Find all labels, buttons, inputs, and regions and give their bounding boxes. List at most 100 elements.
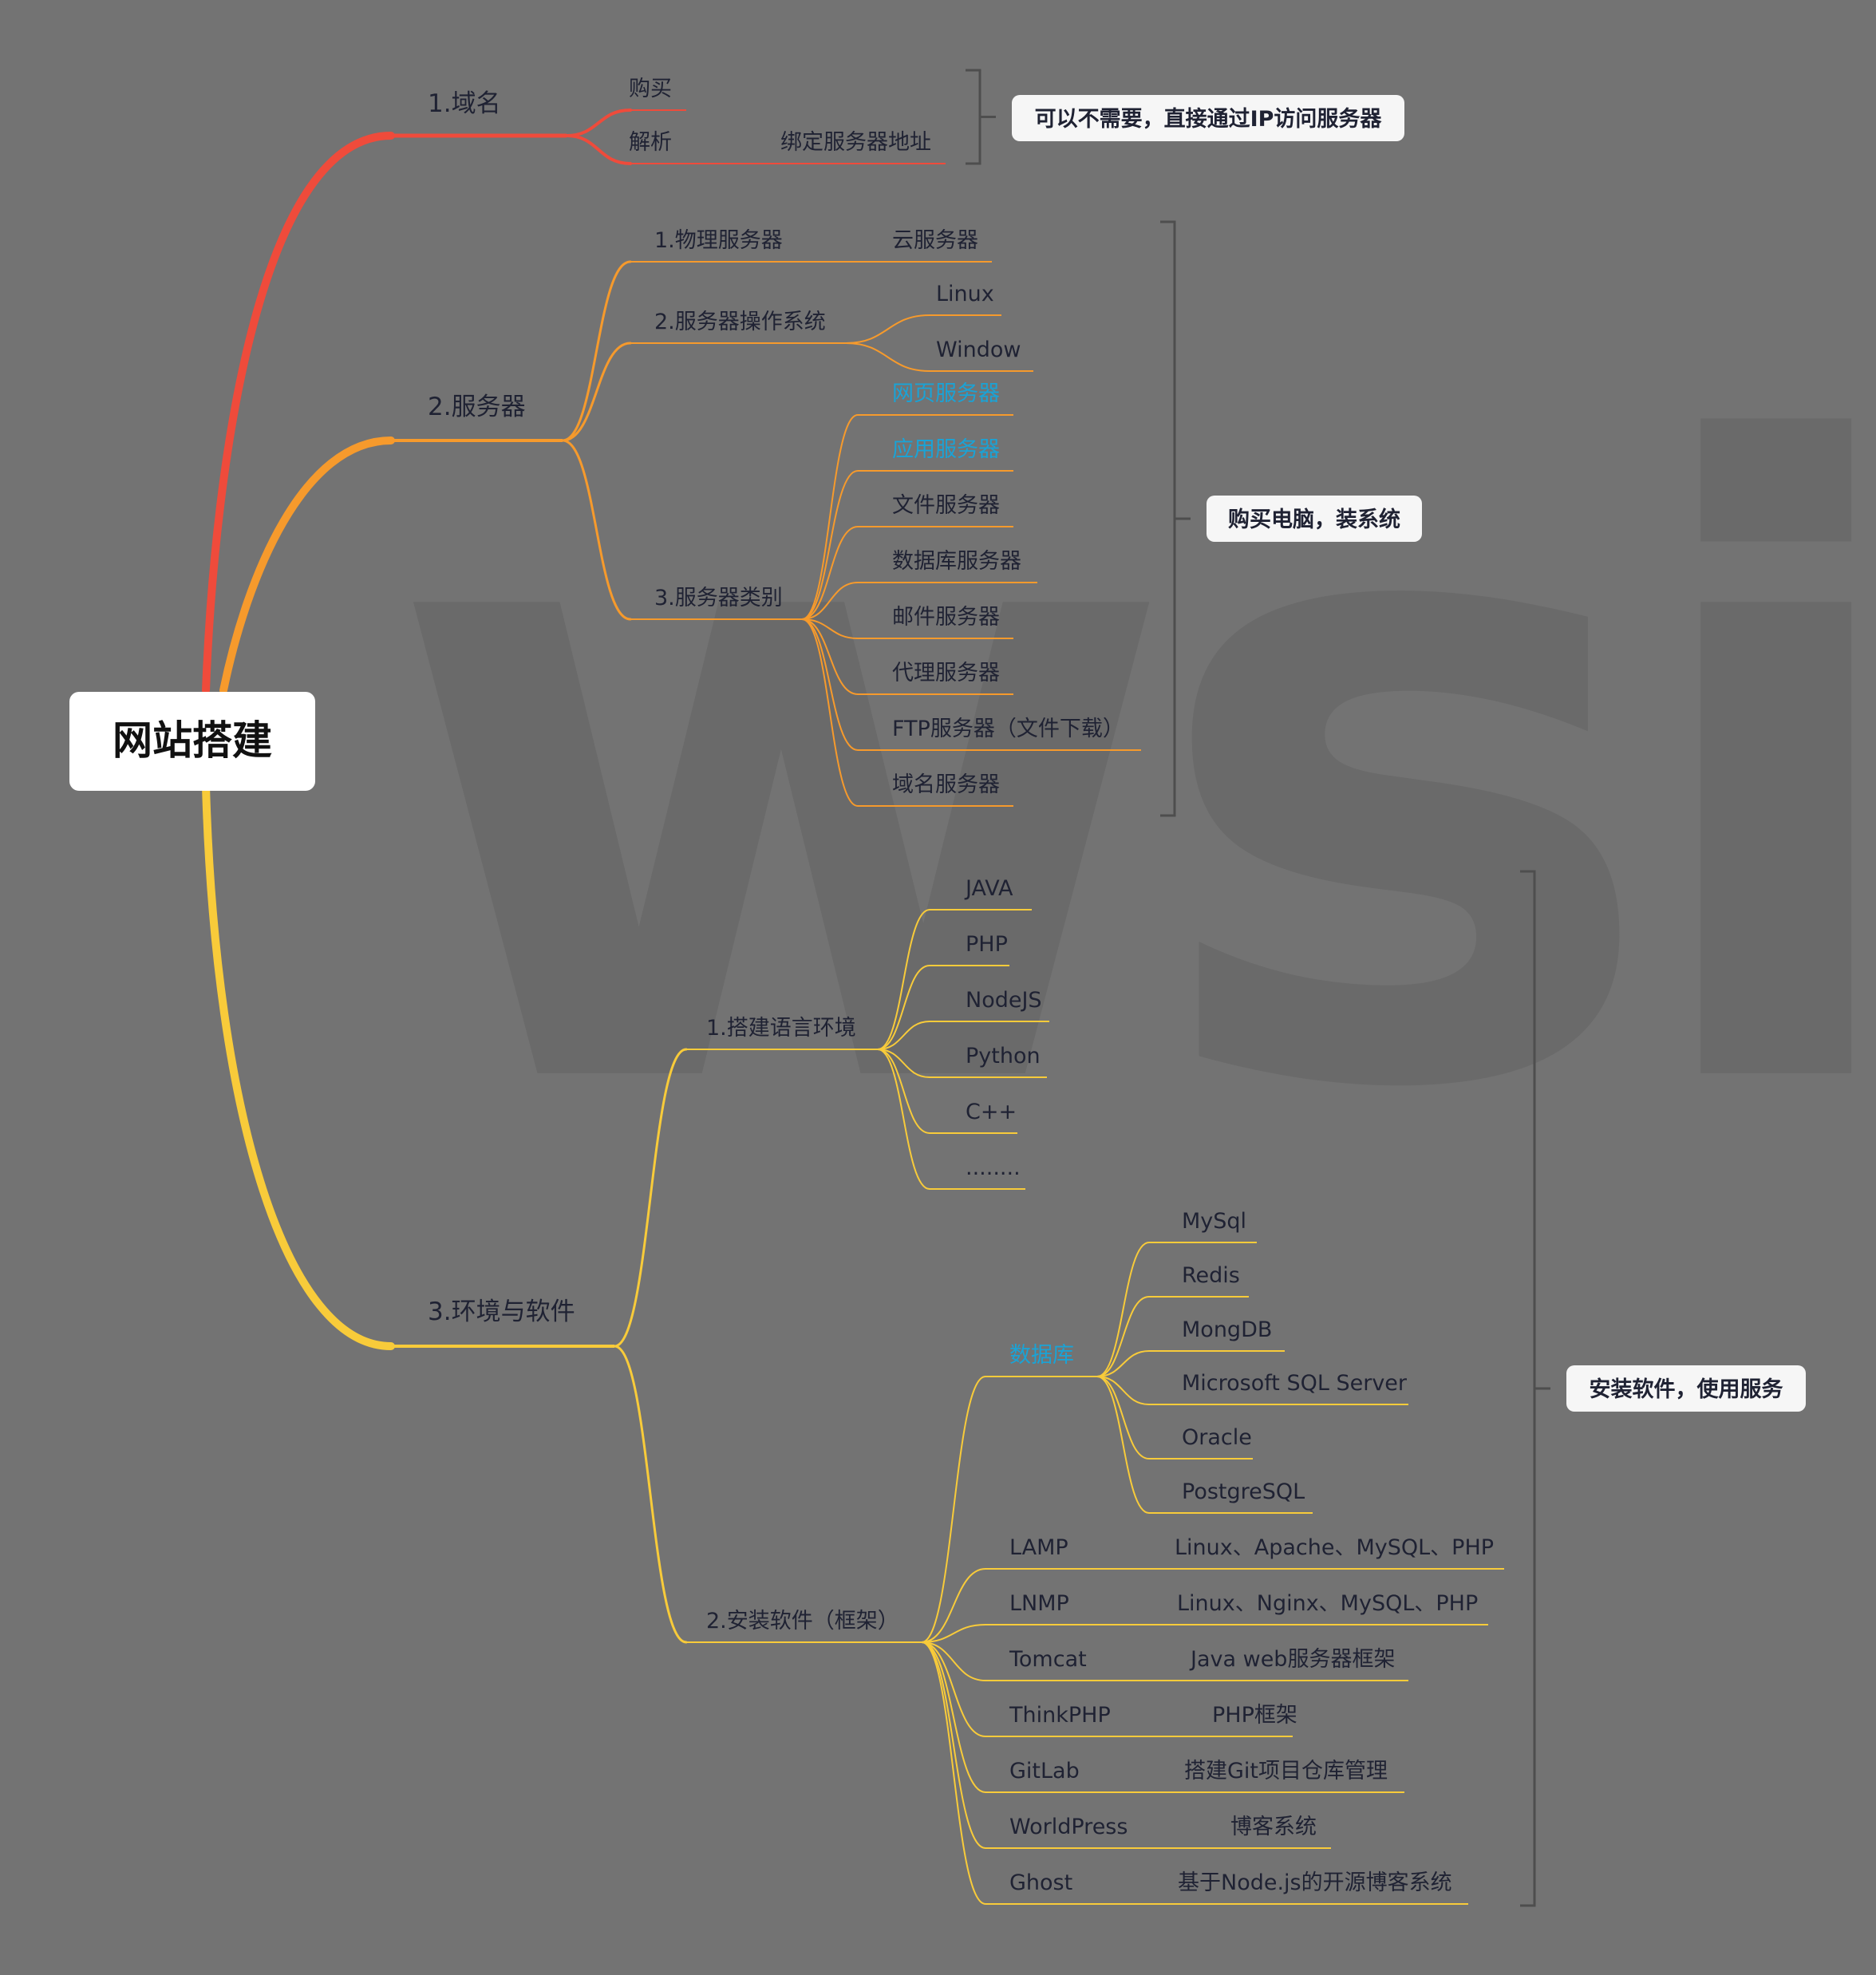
connector-curve bbox=[801, 618, 859, 639]
connector-curve bbox=[565, 134, 632, 165]
database-5: PostgreSQL bbox=[1182, 1479, 1305, 1504]
branch-2-curve bbox=[219, 436, 395, 694]
connector-curve bbox=[561, 439, 632, 621]
summary-software-box bbox=[1566, 1365, 1806, 1412]
connector-curve bbox=[801, 414, 859, 620]
framework-5: WorldPress bbox=[1009, 1815, 1128, 1839]
framework-0: LAMP bbox=[1009, 1535, 1068, 1560]
domain-bind-address: 绑定服务器地址 bbox=[780, 130, 931, 155]
language-4: C++ bbox=[966, 1100, 1017, 1124]
server-type-2: 文件服务器 bbox=[892, 493, 1000, 518]
connector-curve bbox=[801, 470, 859, 620]
summary-domain: 可以不需要，直接通过IP访问服务器 bbox=[1035, 107, 1383, 132]
database-4: Oracle bbox=[1182, 1425, 1252, 1450]
branch-3-curve bbox=[202, 782, 395, 1350]
server-type-4: 邮件服务器 bbox=[892, 605, 1000, 630]
connector-curve bbox=[565, 109, 632, 137]
connector-curve bbox=[845, 342, 930, 372]
connector-curve bbox=[801, 618, 859, 807]
connector-curve bbox=[877, 1049, 930, 1190]
root-node-label: 网站搭建 bbox=[113, 717, 272, 764]
server-type-3: 数据库服务器 bbox=[892, 549, 1021, 574]
connector-curve bbox=[921, 1641, 986, 1793]
framework-3: ThinkPHP bbox=[1009, 1703, 1111, 1728]
connector-curve bbox=[921, 1641, 986, 1737]
language-5: ........ bbox=[966, 1155, 1021, 1180]
framework-6: Ghost bbox=[1009, 1870, 1072, 1895]
summary-brackets bbox=[966, 69, 1550, 1907]
language-0: JAVA bbox=[964, 876, 1013, 901]
connector-curve bbox=[801, 618, 859, 695]
connector-curve bbox=[921, 1376, 986, 1643]
connector-curve bbox=[921, 1641, 986, 1849]
connector-curve bbox=[921, 1641, 986, 1905]
language-2: NodeJS bbox=[966, 988, 1042, 1013]
framework-desc-5: 博客系统 bbox=[1230, 1815, 1317, 1839]
language-3: Python bbox=[966, 1044, 1041, 1068]
connector-curve bbox=[921, 1568, 986, 1643]
database-2: MongDB bbox=[1182, 1317, 1272, 1342]
branch-1-label: 1.域名 bbox=[428, 89, 501, 118]
connector-curve bbox=[801, 526, 859, 620]
connector-curve bbox=[801, 582, 859, 620]
connector-curve bbox=[613, 1345, 688, 1644]
bracket-domain bbox=[966, 69, 996, 165]
branch-connectors bbox=[202, 109, 1504, 1905]
framework-desc-3: PHP框架 bbox=[1212, 1703, 1297, 1728]
summary-domain-box bbox=[1012, 95, 1404, 141]
branch-3-label: 3.环境与软件 bbox=[428, 1298, 575, 1326]
framework-desc-1: Linux、Nginx、MySQL、PHP bbox=[1177, 1591, 1478, 1616]
connector-curve bbox=[1096, 1296, 1150, 1377]
server-type-7: 域名服务器 bbox=[892, 772, 1000, 797]
watermark: wsii bbox=[383, 274, 1876, 1277]
connector-curve bbox=[561, 260, 632, 442]
domain-resolve: 解析 bbox=[629, 130, 672, 155]
server-type-1: 应用服务器 bbox=[892, 437, 1000, 462]
nodes: 网站搭建1.域名购买解析绑定服务器地址可以不需要，直接通过IP访问服务器2.服务… bbox=[69, 77, 1806, 1895]
connector-curve bbox=[845, 314, 930, 344]
connector-curve bbox=[921, 1624, 986, 1643]
root-node-box bbox=[69, 692, 315, 791]
connector-curve bbox=[1096, 1376, 1150, 1405]
connector-curve bbox=[561, 342, 632, 442]
framework-desc-6: 基于Node.js的开源博客系统 bbox=[1178, 1870, 1452, 1895]
connector-curve bbox=[877, 1049, 930, 1134]
server-cloud: 云服务器 bbox=[892, 228, 978, 253]
connector-curve bbox=[801, 618, 859, 751]
connector-curve bbox=[877, 965, 930, 1050]
framework-desc-2: Java web服务器框架 bbox=[1189, 1647, 1395, 1672]
connector-curve bbox=[921, 1641, 986, 1681]
connector-curve bbox=[613, 1048, 688, 1348]
connector-curve bbox=[1096, 1376, 1150, 1514]
summary-server: 购买电脑，装系统 bbox=[1228, 507, 1400, 532]
server-types: 3.服务器类别 bbox=[654, 586, 783, 610]
server-type-0: 网页服务器 bbox=[892, 381, 1000, 406]
framework-2: Tomcat bbox=[1009, 1647, 1087, 1672]
framework-1: LNMP bbox=[1009, 1591, 1069, 1616]
server-type-6: FTP服务器（文件下载） bbox=[892, 717, 1124, 741]
domain-buy: 购买 bbox=[629, 77, 672, 101]
connector-curve bbox=[1096, 1242, 1150, 1377]
database-1: Redis bbox=[1182, 1263, 1240, 1288]
connector-curve bbox=[877, 1021, 930, 1050]
bracket-software bbox=[1520, 870, 1550, 1907]
connector-curve bbox=[877, 909, 930, 1050]
os-linux: Linux bbox=[936, 282, 994, 306]
watermark-text: wsii bbox=[383, 274, 1876, 1277]
software-database: 数据库 bbox=[1009, 1343, 1074, 1368]
connector-curve bbox=[1096, 1350, 1150, 1377]
server-physical: 1.物理服务器 bbox=[654, 228, 783, 253]
database-3: Microsoft SQL Server bbox=[1182, 1371, 1408, 1396]
env-languages: 1.搭建语言环境 bbox=[706, 1016, 856, 1041]
os-window: Window bbox=[936, 338, 1021, 362]
env-software: 2.安装软件（框架） bbox=[706, 1609, 899, 1633]
bracket-server bbox=[1160, 220, 1191, 817]
database-0: MySql bbox=[1182, 1209, 1246, 1234]
summary-server-box bbox=[1207, 496, 1422, 542]
framework-4: GitLab bbox=[1009, 1759, 1080, 1783]
framework-desc-0: Linux、Apache、MySQL、PHP bbox=[1175, 1535, 1494, 1560]
summary-software: 安装软件，使用服务 bbox=[1590, 1377, 1783, 1402]
framework-desc-4: 搭建Git项目仓库管理 bbox=[1184, 1759, 1388, 1783]
connector-curve bbox=[1096, 1376, 1150, 1460]
